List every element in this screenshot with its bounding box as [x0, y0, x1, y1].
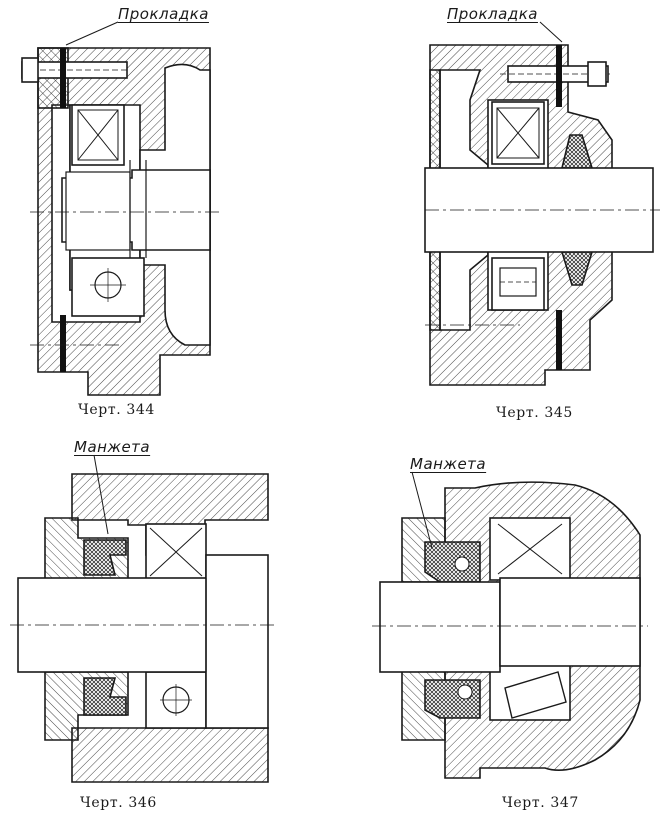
- gasket-345-top: [556, 45, 562, 107]
- figure-346: [10, 454, 275, 783]
- figure-caption-344: Черт. 344: [78, 402, 155, 418]
- cuff-347-bottom: [424, 679, 481, 719]
- figure-344: [21, 21, 220, 396]
- figure-347: [372, 471, 648, 779]
- cuff-346-top: [83, 539, 127, 576]
- gasket-344-bottom: [60, 315, 66, 372]
- figure-caption-347: Черт. 347: [502, 795, 579, 811]
- bearing-347-bottom: [504, 671, 567, 719]
- housing-346-bottom: [71, 727, 269, 783]
- callout-cuff-347: Манжета: [410, 455, 487, 473]
- figure-345: [424, 21, 660, 386]
- callout-gasket-344: Прокладка: [118, 5, 209, 23]
- gasket-344-top: [60, 48, 66, 108]
- gasket-345-bottom: [556, 310, 562, 370]
- callout-gasket-345: Прокладка: [447, 5, 538, 23]
- callout-cuff-346: Манжета: [74, 438, 151, 456]
- bearing-345-bottom: [491, 257, 545, 311]
- figure-caption-345: Черт. 345: [496, 405, 573, 421]
- figure-caption-346: Черт. 346: [80, 795, 157, 811]
- shaft-346: [17, 577, 209, 673]
- cuff-346-bottom: [83, 677, 127, 716]
- shaft-347: [379, 581, 501, 673]
- cuff-347-top: [424, 541, 481, 583]
